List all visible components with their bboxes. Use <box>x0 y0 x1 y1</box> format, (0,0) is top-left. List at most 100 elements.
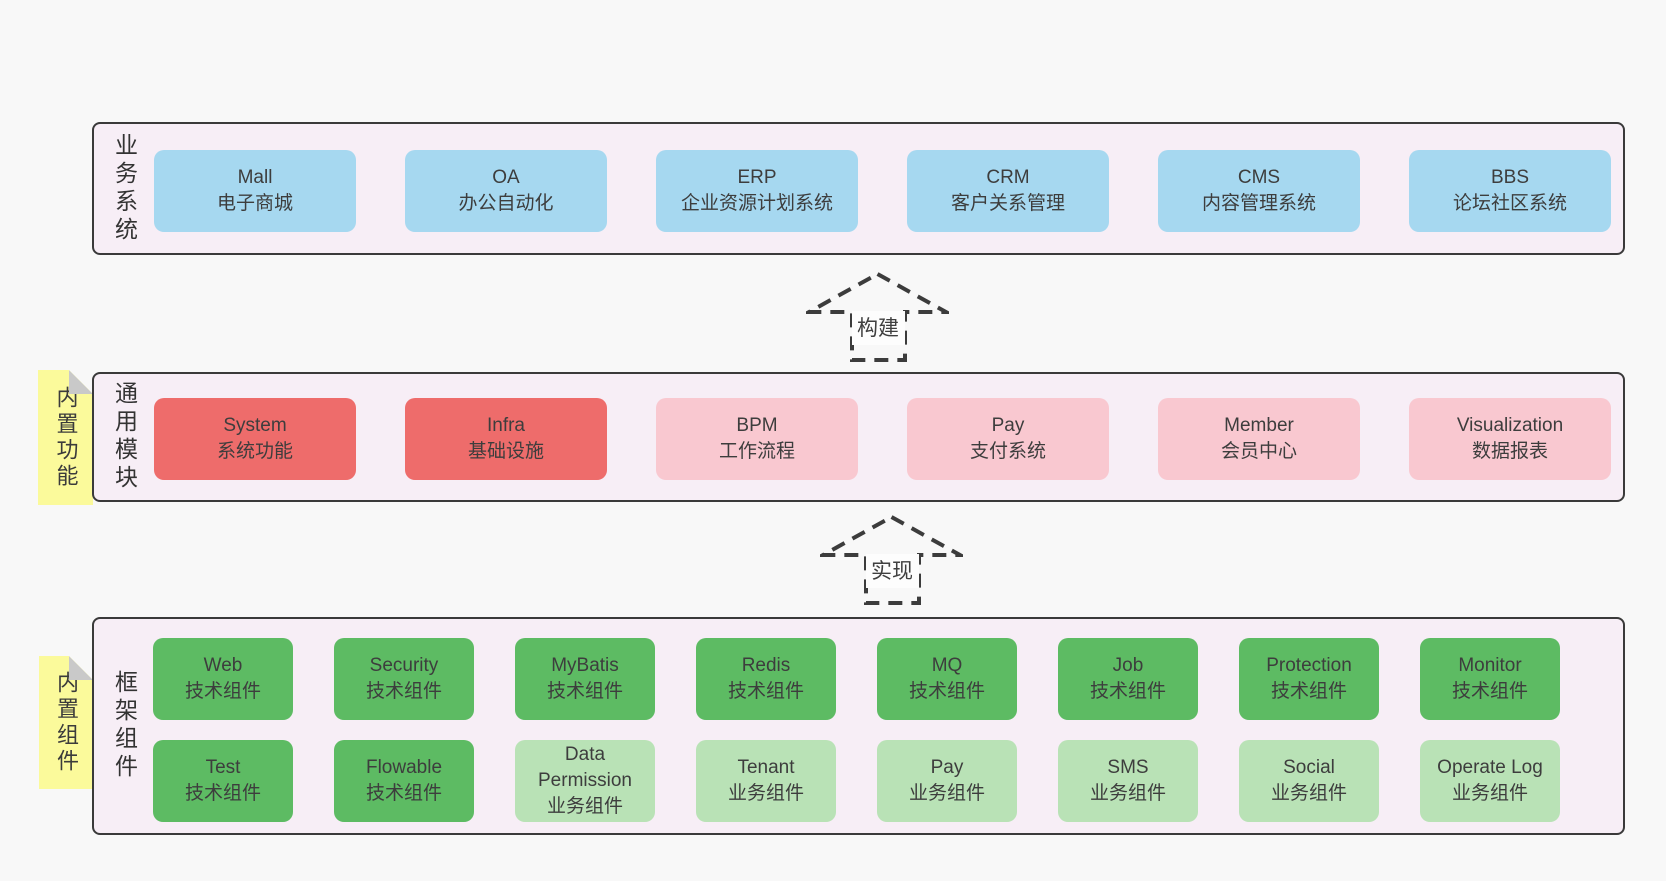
diagram-box: SMS 业务组件 <box>1058 740 1198 822</box>
box-title: Operate Log <box>1437 757 1543 778</box>
box-subtitle: 数据报表 <box>1471 441 1548 462</box>
diagram-box: OA 办公自动化 <box>405 150 607 232</box>
box-subtitle: 技术组件 <box>184 681 261 702</box>
box-subtitle: 系统功能 <box>216 441 293 462</box>
section-label-modules: 通用模块 <box>94 374 154 500</box>
section-common-modules: 通用模块 System 系统功能 Infra 基础设施 BPM 工作流程 Pay… <box>92 372 1625 502</box>
section-business-systems: 业务系统 Mall 电子商城 OA 办公自动化 ERP 企业资源计划系统 CRM… <box>92 122 1625 255</box>
box-title: BPM <box>736 415 778 436</box>
diagram-box: Mall 电子商城 <box>154 150 356 232</box>
box-subtitle: 企业资源计划系统 <box>680 193 833 214</box>
modules-box-row: System 系统功能 Infra 基础设施 BPM 工作流程 Pay 支付系统… <box>154 398 1611 480</box>
box-subtitle: 业务组件 <box>1451 783 1528 804</box>
box-title: Job <box>1112 655 1144 676</box>
box-title: CMS <box>1237 167 1281 188</box>
dashed-up-arrow-implement: 实现 <box>820 514 963 605</box>
diagram-box: Protection 技术组件 <box>1239 638 1379 720</box>
box-title: Infra <box>486 415 526 436</box>
box-title: Pay <box>930 757 964 778</box>
box-title: MyBatis <box>551 655 619 676</box>
box-title: Protection <box>1266 655 1352 676</box>
box-subtitle: 电子商城 <box>216 193 293 214</box>
box-subtitle: 会员中心 <box>1220 441 1297 462</box>
diagram-box: Web 技术组件 <box>153 638 293 720</box>
box-title: Web <box>203 655 243 676</box>
folded-corner-icon <box>69 656 93 680</box>
up-arrow-icon <box>806 271 949 362</box>
diagram-box: Redis 技术组件 <box>696 638 836 720</box>
box-subtitle: 基础设施 <box>467 441 544 462</box>
diagram-box: Visualization 数据报表 <box>1409 398 1611 480</box>
box-subtitle: 内容管理系统 <box>1201 193 1316 214</box>
framework-box-row-1: Web 技术组件 Security 技术组件 MyBatis 技术组件 Redi… <box>153 638 1560 720</box>
diagram-box: Member 会员中心 <box>1158 398 1360 480</box>
diagram-box: Pay 支付系统 <box>907 398 1109 480</box>
section-label-text: 框架组件 <box>111 670 138 782</box>
box-title: Visualization <box>1456 415 1564 436</box>
diagram-box: MQ 技术组件 <box>877 638 1017 720</box>
section-label-text: 业务系统 <box>111 132 138 245</box>
box-title: System <box>223 415 287 436</box>
box-title: Social <box>1283 757 1335 778</box>
box-title: CRM <box>986 167 1030 188</box>
diagram-box: Data Permission 业务组件 <box>515 740 655 822</box>
diagram-box: Tenant 业务组件 <box>696 740 836 822</box>
box-title: BBS <box>1490 167 1530 188</box>
box-title: Mall <box>237 167 273 188</box>
section-framework-components: 框架组件 Web 技术组件 Security 技术组件 MyBatis 技术组件… <box>92 617 1625 835</box>
box-subtitle: 技术组件 <box>184 783 261 804</box>
box-title: ERP <box>737 167 777 188</box>
box-subtitle: 业务组件 <box>908 783 985 804</box>
box-title: Pay <box>991 415 1025 436</box>
box-subtitle: 论坛社区系统 <box>1452 193 1567 214</box>
box-title: MQ <box>931 655 963 676</box>
box-title: Test <box>205 757 241 778</box>
box-title: Security <box>369 655 439 676</box>
up-arrow-icon <box>820 514 963 605</box>
sticky-note-builtin-features: 内置功能 <box>38 370 93 505</box>
sticky-label: 内置组件 <box>54 670 79 775</box>
framework-box-row-2: Test 技术组件 Flowable 技术组件 Data Permission … <box>153 740 1560 822</box>
box-title: Member <box>1224 415 1294 436</box>
box-title: Data Permission <box>538 744 632 791</box>
section-label-business: 业务系统 <box>94 124 154 253</box>
diagram-box: Operate Log 业务组件 <box>1420 740 1560 822</box>
box-subtitle: 技术组件 <box>365 681 442 702</box>
diagram-box: BPM 工作流程 <box>656 398 858 480</box>
diagram-box: Security 技术组件 <box>334 638 474 720</box>
box-subtitle: 技术组件 <box>727 681 804 702</box>
box-subtitle: 业务组件 <box>727 783 804 804</box>
box-title: SMS <box>1107 757 1149 778</box>
diagram-box: Flowable 技术组件 <box>334 740 474 822</box>
box-subtitle: 技术组件 <box>908 681 985 702</box>
box-title: Redis <box>741 655 791 676</box>
section-label-text: 通用模块 <box>111 381 138 493</box>
box-subtitle: 技术组件 <box>1451 681 1528 702</box>
diagram-box: Pay 业务组件 <box>877 740 1017 822</box>
diagram-box: ERP 企业资源计划系统 <box>656 150 858 232</box>
section-label-framework: 框架组件 <box>94 619 154 833</box>
box-subtitle: 业务组件 <box>546 796 623 817</box>
diagram-box: CMS 内容管理系统 <box>1158 150 1360 232</box>
folded-corner-icon <box>69 370 93 394</box>
box-title: Flowable <box>365 757 443 778</box>
diagram-box: Infra 基础设施 <box>405 398 607 480</box>
box-subtitle: 办公自动化 <box>458 193 554 214</box>
diagram-box: Test 技术组件 <box>153 740 293 822</box>
box-subtitle: 业务组件 <box>1089 783 1166 804</box>
dashed-up-arrow-build: 构建 <box>806 271 949 362</box>
box-subtitle: 工作流程 <box>718 441 795 462</box>
sticky-label: 内置功能 <box>53 385 79 490</box>
sticky-note-builtin-components: 内置组件 <box>39 656 93 789</box>
box-subtitle: 技术组件 <box>365 783 442 804</box>
box-title: Tenant <box>737 757 795 778</box>
box-subtitle: 业务组件 <box>1270 783 1347 804</box>
arrow-label-backing <box>852 311 905 345</box>
arrow-label: 构建 <box>857 317 899 340</box>
box-subtitle: 客户关系管理 <box>950 193 1065 214</box>
box-subtitle: 技术组件 <box>1089 681 1166 702</box>
arrow-label-backing <box>866 554 919 588</box>
diagram-box: Monitor 技术组件 <box>1420 638 1560 720</box>
diagram-box: Social 业务组件 <box>1239 740 1379 822</box>
